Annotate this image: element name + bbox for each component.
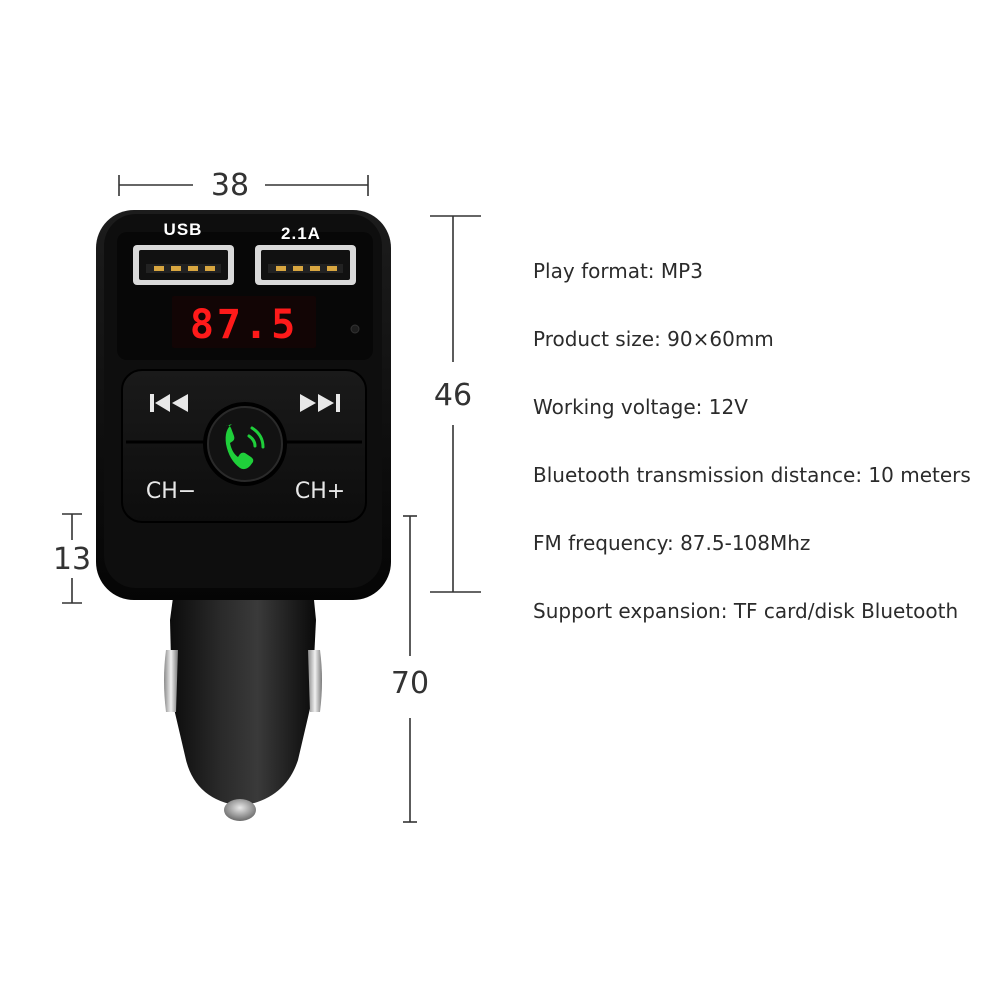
usb-pin — [188, 266, 198, 271]
right-spring-contact — [308, 650, 322, 712]
next-track-icon — [300, 394, 340, 412]
led-frequency-readout: 87.5 — [190, 302, 298, 348]
usb-pin — [276, 266, 286, 271]
usb-port-right-tongue — [268, 264, 343, 273]
call-button[interactable] — [203, 402, 287, 486]
usb-port-left[interactable] — [133, 245, 234, 285]
usb-pin — [310, 266, 320, 271]
spec-label: Product size: — [533, 327, 661, 351]
spec-working-voltage: Working voltage: 12V — [533, 395, 748, 419]
usb-port-right[interactable] — [255, 245, 356, 285]
amp-port-label: 2.1A — [281, 224, 321, 243]
spec-value: 12V — [708, 395, 748, 419]
side-dimension: 13 — [53, 513, 91, 604]
shaft-height-dim-label: 70 — [391, 666, 429, 701]
spec-label: Bluetooth transmission distance: — [533, 463, 863, 487]
usb-pin — [327, 266, 337, 271]
side-dim-label: 13 — [53, 542, 91, 577]
spec-value: TF card/disk Bluetooth — [733, 599, 959, 623]
usb-port-left-tongue — [146, 264, 221, 273]
width-dim-label: 38 — [211, 168, 249, 203]
left-spring-contact — [164, 650, 178, 712]
spec-label: FM frequency: — [533, 531, 674, 555]
shaft-height-dimension: 70 — [391, 515, 429, 823]
plug-tip — [224, 799, 256, 821]
display-height-dimension: 46 — [430, 215, 481, 593]
spec-support-expansion: Support expansion: TF card/disk Bluetoot… — [533, 599, 958, 623]
width-dimension: 38 — [118, 168, 369, 203]
next-track-button[interactable] — [252, 374, 362, 438]
spec-label: Support expansion: — [533, 599, 728, 623]
usb-pin — [205, 266, 215, 271]
charger-body: USB 2.1A 87.5 — [96, 210, 391, 600]
previous-track-icon — [150, 394, 188, 412]
channel-down-button[interactable]: CH− — [146, 479, 196, 504]
previous-track-button[interactable] — [128, 374, 238, 438]
usb-pin — [154, 266, 164, 271]
display-height-dim-label: 46 — [434, 378, 472, 413]
channel-down-label: CH− — [146, 479, 196, 504]
plug-shaft — [170, 560, 316, 806]
channel-up-button[interactable]: CH+ — [295, 479, 345, 504]
usb-pin — [171, 266, 181, 271]
spec-label: Play format: — [533, 259, 655, 283]
phone-call-icon — [225, 424, 265, 470]
spec-play-format: Play format: MP3 — [533, 259, 703, 283]
spec-value: 10 meters — [868, 463, 971, 487]
spec-product-size: Product size: 90×60mm — [533, 327, 774, 351]
spec-label: Working voltage: — [533, 395, 703, 419]
call-button-face — [207, 406, 283, 482]
usb-pin — [293, 266, 303, 271]
channel-up-label: CH+ — [295, 479, 345, 504]
led-display — [172, 296, 316, 348]
microphone-hole — [350, 324, 360, 334]
spec-value: MP3 — [660, 259, 703, 283]
usb-port-label: USB — [164, 220, 203, 239]
spec-bluetooth-distance: Bluetooth transmission distance: 10 mete… — [533, 463, 971, 487]
spec-value: 87.5-108Mhz — [680, 531, 811, 555]
spec-value: 90×60mm — [667, 327, 774, 351]
charger-plug — [164, 560, 322, 821]
spec-fm-frequency: FM frequency: 87.5-108Mhz — [533, 531, 810, 555]
